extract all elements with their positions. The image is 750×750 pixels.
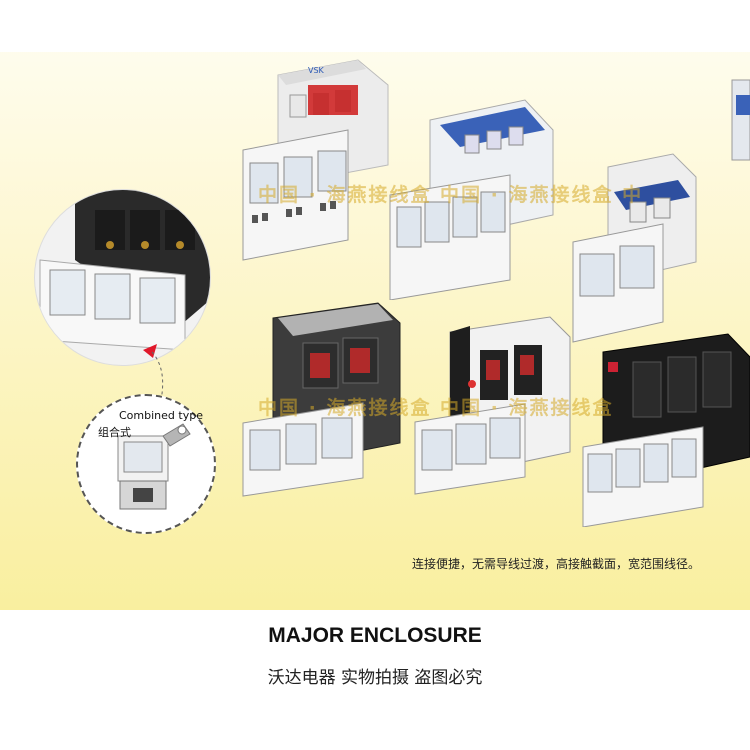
- watermark-row-2: 中国 · 海燕接线盒 中国 · 海燕接线盒: [258, 397, 614, 419]
- detail-closeup-circle: [35, 190, 210, 365]
- breaker-photo-3: [572, 153, 697, 343]
- breaker-photo-edge: [731, 79, 750, 161]
- combined-type-circle: [76, 394, 216, 534]
- mccb-photo-1: [242, 302, 401, 497]
- product-scene: VSK: [0, 0, 750, 610]
- breaker-brand-label: VSK: [308, 66, 325, 75]
- top-white-band: [0, 0, 750, 52]
- watermark-row-1: 中国 · 海燕接线盒 中国 · 海燕接线盒 中: [258, 184, 644, 206]
- combined-type-label-cn: 组合式: [98, 426, 131, 439]
- mccb-photo-3: [582, 333, 750, 527]
- breaker-photo-2: [389, 99, 554, 300]
- feature-caption: 连接便捷，无需导线过渡，高接触截面，宽范围线径。: [411, 557, 700, 571]
- breaker-photo-1: VSK: [242, 59, 389, 261]
- footer-title: MAJOR ENCLOSURE: [268, 624, 482, 647]
- mccb-photo-2: [414, 316, 571, 495]
- combined-type-label-en: Combined type: [119, 409, 203, 422]
- footer-subtitle: 沃达电器 实物拍摄 盗图必究: [267, 668, 483, 688]
